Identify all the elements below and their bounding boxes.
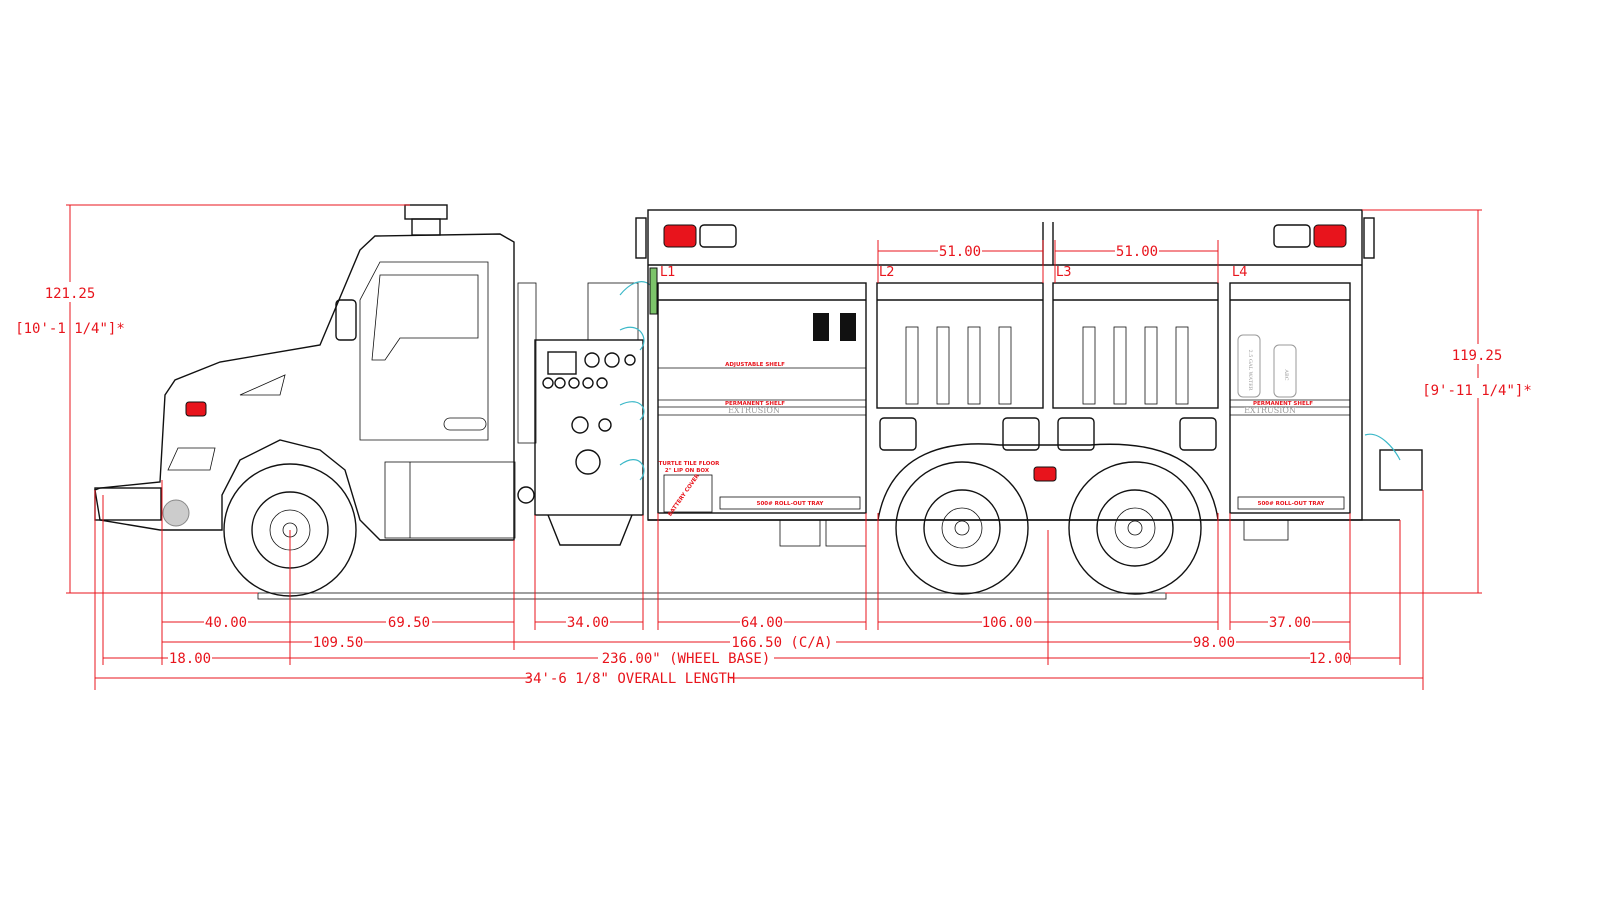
compartment-label-l1: L1: [660, 265, 676, 280]
height-annotations: 121.25 [10'-1 1/4"]* 119.25 [9'-11 1/4"]…: [15, 282, 1536, 399]
compartment-label-l4: L4: [1232, 265, 1248, 280]
dim-109-50: 109.50: [313, 635, 364, 651]
rear-height-imperial: [9'-11 1/4"]*: [1422, 383, 1532, 399]
dim-l2-width: 51.00: [939, 244, 981, 260]
rear-wheel-1: [895, 461, 1029, 595]
dim-64: 64.00: [741, 615, 783, 631]
extinguisher-icon: [1273, 344, 1297, 398]
permanent-shelf-note: PERMANENT SHELF: [725, 401, 785, 407]
dim-98: 98.00: [1193, 635, 1235, 651]
dim-12: 12.00: [1309, 651, 1351, 667]
upper-right-light: [1313, 224, 1347, 248]
wheel-well: [877, 443, 1219, 521]
extinguisher-label-2: ABC: [1283, 368, 1289, 380]
rollout-tray-note-l4: 500# ROLL-OUT TRAY: [1258, 501, 1326, 507]
extinguisher-icon: [1237, 334, 1261, 398]
compartment-l3: [1052, 282, 1219, 451]
battery-cover-note: BATTERY COVER: [667, 473, 701, 518]
dim-l3-width: 51.00: [1116, 244, 1158, 260]
dim-40: 40.00: [205, 615, 247, 631]
ground-line: [257, 592, 1167, 600]
extrusion-note-l4: EXTRUSION: [1244, 406, 1296, 415]
upper-left-light: [663, 224, 697, 248]
front-height: 121.25: [45, 286, 96, 302]
rear-wheel-2: [1068, 461, 1202, 595]
dim-18: 18.00: [169, 651, 211, 667]
compartment-label-l3: L3: [1056, 265, 1072, 280]
compartment-l4: 2.5 GAL WATER ABC PERMANENT SHELF EXTRUS…: [1229, 282, 1351, 514]
dim-69-50: 69.50: [388, 615, 430, 631]
lip-note: 2" LIP ON BOX: [665, 468, 710, 474]
permanent-shelf-note-l4: PERMANENT SHELF: [1253, 401, 1313, 407]
compartment-l2: [876, 282, 1044, 451]
front-bumper: [94, 487, 162, 521]
rear-height: 119.25: [1452, 348, 1503, 364]
beacon: [404, 204, 448, 220]
compartment-l1: ADJUSTABLE SHELF PERMANENT SHELF EXTRUSI…: [657, 282, 867, 518]
dim-106: 106.00: [982, 615, 1033, 631]
extinguisher-label-1: 2.5 GAL WATER: [1247, 349, 1253, 390]
cab: [94, 204, 537, 541]
body: [635, 209, 1423, 547]
dim-overall-length: 34'-6 1/8" OVERALL LENGTH: [525, 671, 736, 687]
dim-34: 34.00: [567, 615, 609, 631]
dimension-labels: 51.00 51.00 40.00 69.50 34.00 64.00 106.…: [168, 242, 1351, 687]
front-height-imperial: [10'-1 1/4"]*: [15, 321, 125, 337]
pump-panel: [534, 281, 654, 546]
dim-cab-to-axle: 166.50 (C/A): [731, 635, 832, 651]
dim-wheel-base: 236.00" (WHEEL BASE): [602, 651, 771, 667]
extrusion-note: EXTRUSION: [728, 406, 780, 415]
rollout-tray-note: 500# ROLL-OUT TRAY: [757, 501, 825, 507]
adjustable-shelf-note: ADJUSTABLE SHELF: [725, 362, 785, 368]
dim-37: 37.00: [1269, 615, 1311, 631]
turtle-tile-note: TURTLE TILE FLOOR: [659, 461, 721, 467]
compartment-label-l2: L2: [879, 265, 895, 280]
cab-marker-light: [185, 401, 207, 417]
